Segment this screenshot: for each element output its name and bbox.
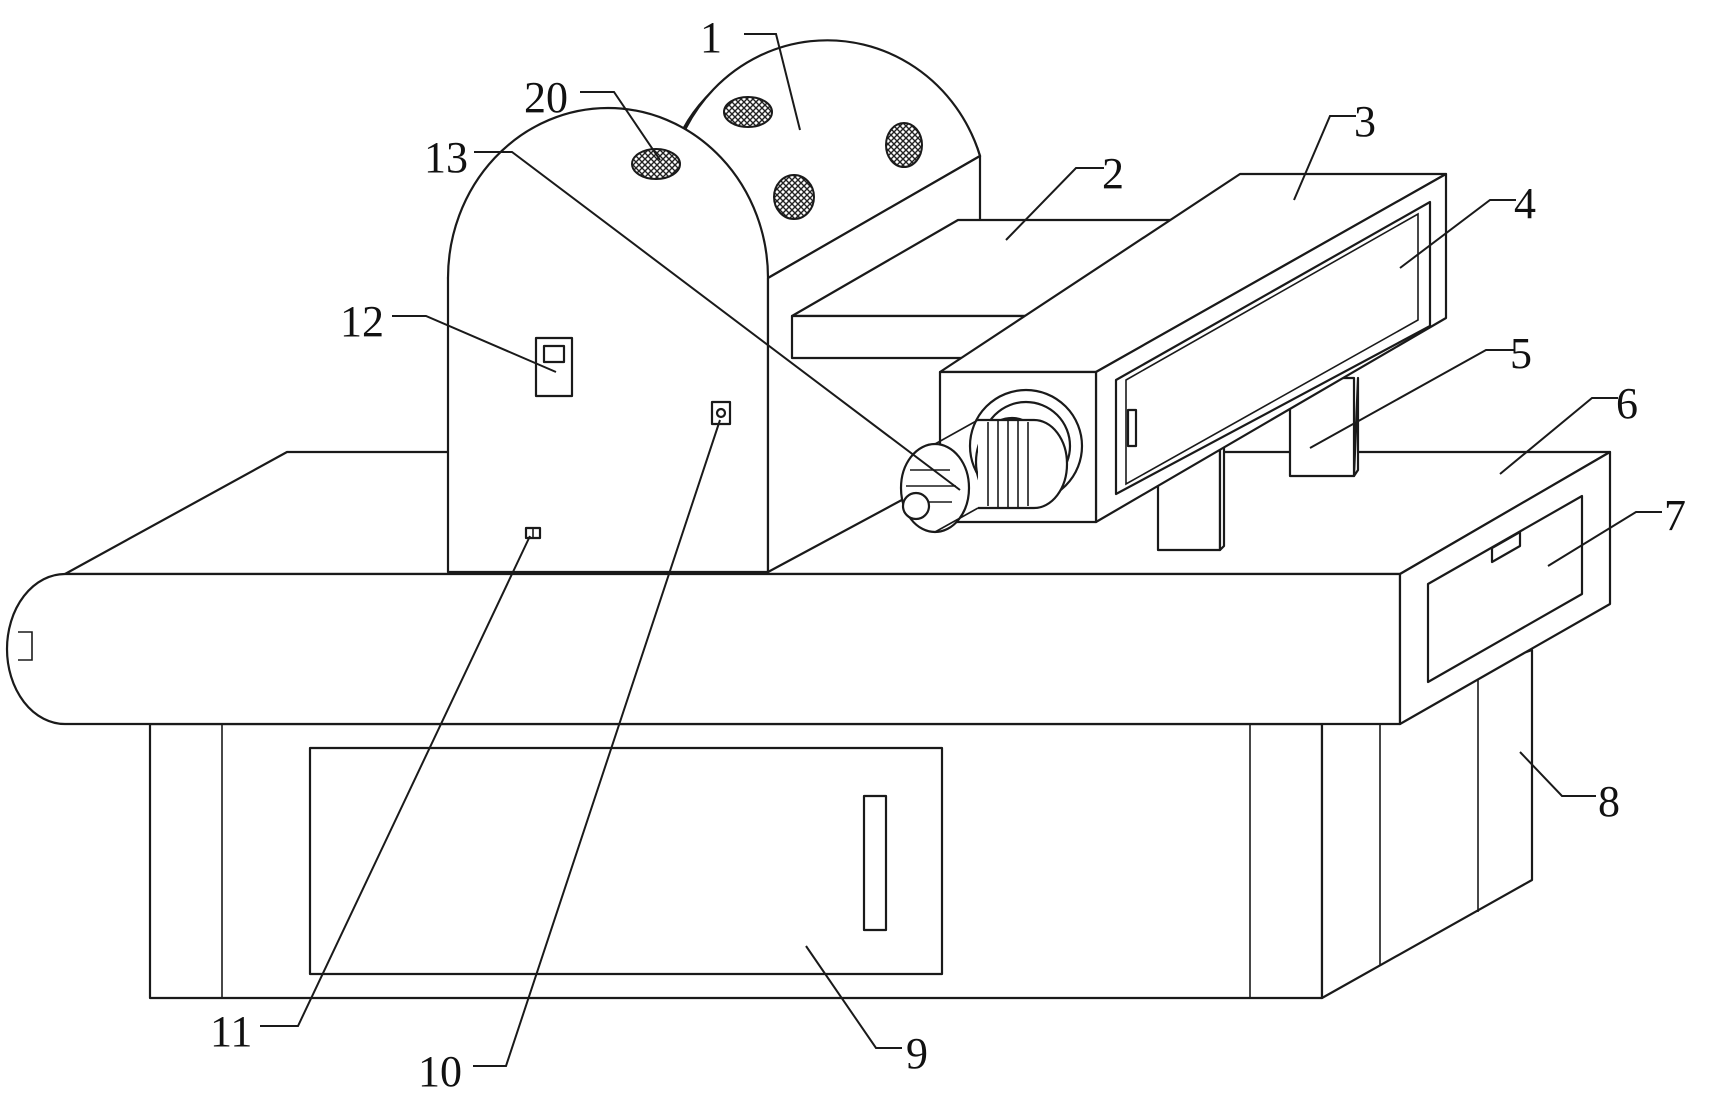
- label-3: 3: [1354, 97, 1376, 146]
- vent-hole: [631, 148, 681, 180]
- label-7: 7: [1664, 491, 1686, 540]
- label-10: 10: [418, 1047, 462, 1096]
- label-1: 1: [700, 13, 722, 62]
- door-handle: [862, 794, 888, 932]
- leader-lines: [260, 33, 1618, 1067]
- sensor: [524, 526, 542, 540]
- display-screen: [534, 336, 574, 398]
- housing: [446, 39, 982, 574]
- transverse-beam: [790, 218, 1204, 360]
- label-9: 9: [906, 1029, 928, 1078]
- control-panel: [1426, 494, 1584, 684]
- cabinet-door: [308, 746, 944, 976]
- vent-holes: [631, 96, 923, 220]
- label-20: 20: [524, 73, 568, 122]
- inspection-window: [1114, 200, 1432, 496]
- indicator-light: [710, 400, 732, 426]
- leader-7: [1547, 511, 1662, 567]
- label-11: 11: [210, 1007, 252, 1056]
- label-6: 6: [1616, 379, 1638, 428]
- label-12: 12: [340, 297, 384, 346]
- label-2: 2: [1102, 149, 1124, 198]
- label-13: 13: [424, 133, 468, 182]
- label-8: 8: [1598, 777, 1620, 826]
- vent-hole: [723, 96, 773, 128]
- label-5: 5: [1510, 329, 1532, 378]
- label-4: 4: [1514, 179, 1536, 228]
- vent-hole: [885, 122, 923, 168]
- vent-hole: [773, 174, 815, 220]
- spindle-head: [899, 388, 1084, 534]
- reference-labels: 1 2 3 4 5 6 7 8 9 10 11 12 13 20: [210, 13, 1686, 1096]
